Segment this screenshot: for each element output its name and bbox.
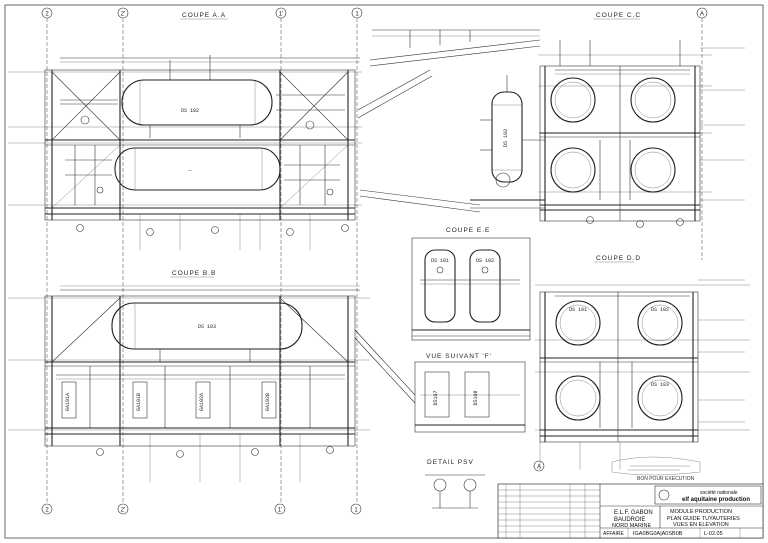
tag-ds103-dd: DS 103	[651, 382, 669, 388]
stamp-text: BON POUR EXECUTION	[637, 476, 695, 482]
tag-ds102-aa: DS 102	[181, 108, 199, 114]
view-title-coupe-dd: COUPE D.D	[596, 255, 641, 262]
description-line2: PLAN GUIDE TUYAUTERIES	[667, 516, 740, 522]
grid-mark-bottom-1: 1	[354, 508, 358, 514]
tag-ga101a: GA101A	[65, 393, 71, 411]
view-title-vue-suivant: VUE SUIVANT 'F'	[426, 353, 492, 360]
view-coupe-cc	[538, 40, 745, 228]
tag-ds103-bb: DS 103	[198, 324, 216, 330]
grid-mark-bottom-1p: 1'	[278, 508, 282, 514]
grid-mark-1p: 1'	[279, 12, 283, 18]
drawing-number: IGA0BG0A|A0SB0B	[633, 531, 683, 537]
tag-ds108: DS108	[473, 390, 479, 405]
grid-mark-2: 2	[45, 12, 49, 18]
tag-ga101b: GA101B	[136, 393, 142, 411]
sheet-number: L-02.05	[704, 531, 723, 537]
sheet-border	[4, 4, 764, 539]
lower-vessel-mark: —	[187, 168, 192, 174]
grid-centerlines	[46, 18, 703, 504]
grid-mark-bottom-2p: 2'	[121, 508, 125, 514]
grid-marks-bottom: 2 2' 1' 1 A	[41, 460, 545, 515]
view-coupe-aa: DS 102 —	[8, 55, 362, 250]
view-coupe-bb: GA101A GA101B GA102A GA102B DS 103	[8, 285, 416, 482]
grid-mark-a: A	[700, 12, 704, 18]
vessel-ds103-vertical: DS 103	[470, 75, 545, 209]
affaire-label: AFFAIRE	[603, 531, 625, 537]
handwritten-annotation	[611, 456, 701, 476]
grid-mark-1: 1	[355, 12, 359, 18]
field-name: BAUDROIE	[614, 517, 645, 523]
grid-mark-bottom-2: 2	[45, 508, 49, 514]
view-title-coupe-ee: COUPE E.E	[446, 227, 490, 234]
view-title-detail-psv: DETAIL PSV	[427, 459, 474, 466]
tag-ga102a: GA102A	[199, 393, 205, 411]
company-line1: société nationale	[700, 490, 738, 496]
approval-stamp: BON POUR EXECUTION	[611, 456, 701, 482]
view-detail-psv	[425, 474, 485, 509]
grid-mark-bottom-a: A	[537, 465, 541, 471]
description-line1: MODULE PRODUCTION	[670, 509, 732, 515]
connecting-piping	[357, 29, 541, 213]
tag-ga102b: GA102B	[265, 393, 271, 411]
view-coupe-ee: DS 101 DS 102	[411, 237, 531, 341]
tag-ds103-cc: DS 103	[503, 129, 509, 147]
tag-ds102-ee: DS 102	[476, 258, 494, 264]
view-vue-suivant-f: DS107 DS108	[414, 361, 526, 433]
view-title-coupe-cc: COUPE C.C	[596, 12, 641, 19]
view-coupe-dd: DS 101 DS 102 DS 103	[535, 279, 750, 470]
title-block: société nationale elf aquitaine producti…	[497, 483, 764, 539]
zone-name: NORD MARINE	[612, 523, 651, 529]
description-line3: VUES EN ELEVATION	[673, 522, 729, 528]
tag-ds102-dd: DS 102	[651, 307, 669, 313]
company-name: elf aquitaine production	[682, 497, 750, 503]
view-title-coupe-aa: COUPE A.A	[182, 12, 226, 19]
tag-ds107: DS107	[433, 390, 439, 405]
tag-ds101-ee: DS 101	[431, 258, 449, 264]
client-name: E.L.F. GABON	[614, 510, 653, 516]
tag-ds101-dd: DS 101	[569, 307, 587, 313]
view-title-coupe-bb: COUPE B.B	[172, 270, 216, 277]
grid-mark-2p: 2'	[121, 12, 125, 18]
